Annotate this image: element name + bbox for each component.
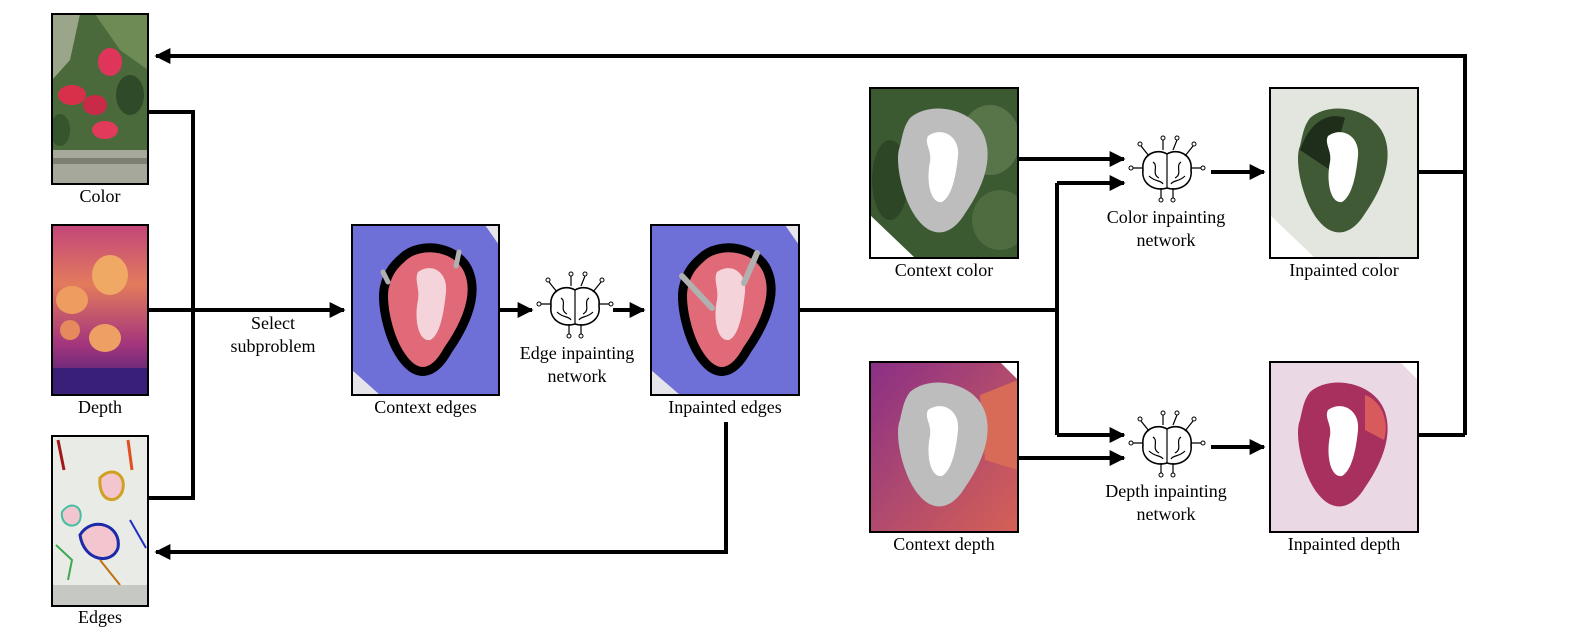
context-color-label: Context color [894,260,994,280]
inpainted-color-image [1270,88,1418,258]
context-color-image [870,88,1018,258]
edges-image-frame [51,435,149,607]
inpainted-edges-image [651,225,799,395]
feedback-to-edges-arrow [154,422,728,560]
inpainted-depth-frame [1269,361,1419,533]
context-depth-frame [869,361,1019,533]
color-network-label: Color inpainting network [1106,207,1226,250]
color-image-frame [51,13,149,185]
depth-label: Depth [78,397,122,417]
color-label: Color [79,186,121,206]
select-subproblem-label: Select subproblem [230,313,316,356]
edges-label: Edges [78,607,122,627]
context-edges-frame [351,224,500,396]
inpainted-edges-frame [650,224,800,396]
inpainted-depth-image [1270,362,1418,532]
inpainted-depth-label: Inpainted depth [1287,534,1401,554]
depth-network-label: Depth inpainting network [1105,481,1227,524]
input-bus-connector [148,110,195,500]
color-network-icon [1128,135,1206,203]
context-color-frame [869,87,1019,259]
edge-network-label: Edge inpainting network [519,343,635,386]
context-edges-label: Context edges [374,397,477,417]
feedback-to-color-arrow [154,48,1467,435]
context-depth-label: Context depth [893,534,995,554]
edge-network-icon [536,271,614,339]
edges-image [52,436,148,606]
context-depth-image [870,362,1018,532]
inpainted-color-label: Inpainted color [1289,260,1399,280]
connectors [148,48,1467,560]
color-image [52,14,148,184]
depth-image [52,225,148,395]
context-edges-image [352,225,499,395]
inpainted-edges-label: Inpainted edges [668,397,782,417]
depth-network-icon [1128,410,1206,478]
